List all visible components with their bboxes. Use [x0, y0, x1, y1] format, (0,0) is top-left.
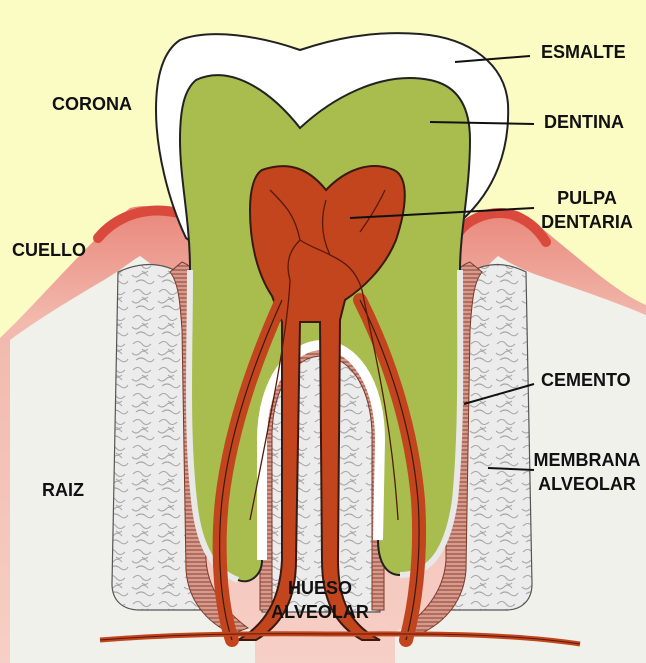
label-pulpa-dentaria: PULPA DENTARIA: [541, 188, 633, 232]
cementum-left: [186, 269, 240, 583]
base-vessel-outline: [99, 633, 581, 645]
label-dentina: DENTINA: [544, 112, 624, 132]
label-esmalte: ESMALTE: [541, 42, 626, 62]
pulp-vessels: [249, 189, 399, 521]
leader-membrana: [487, 467, 535, 471]
label-hueso-alveolar: HUESO ALVEOLAR: [271, 578, 369, 622]
leader-pulpa: [349, 207, 535, 219]
root-canal-right-outline: [359, 299, 420, 641]
label-raiz: RAIZ: [42, 480, 84, 500]
root-canal-left-outline: [219, 299, 283, 641]
leader-esmalte: [454, 55, 531, 63]
leader-cemento: [463, 383, 535, 405]
label-cemento: CEMENTO: [541, 370, 631, 390]
leader-dentina: [429, 121, 535, 125]
label-membrana-alveolar: MEMBRANA ALVEOLAR: [533, 450, 641, 494]
label-corona: CORONA: [52, 94, 132, 114]
cementum-right: [399, 269, 464, 578]
pulp-chamber: [234, 165, 406, 641]
label-cuello: CUELLO: [12, 240, 86, 260]
